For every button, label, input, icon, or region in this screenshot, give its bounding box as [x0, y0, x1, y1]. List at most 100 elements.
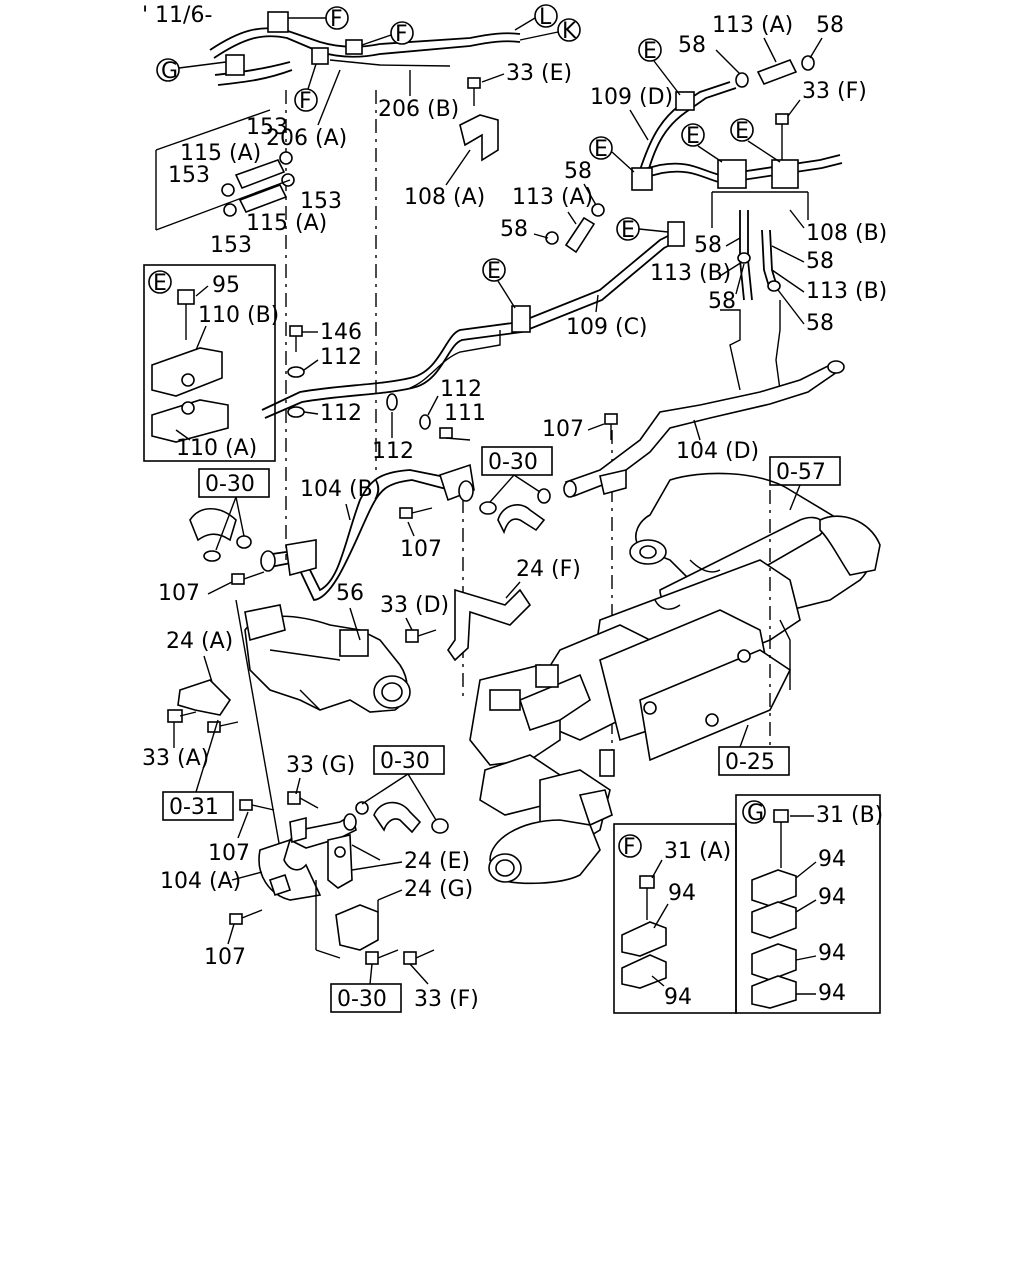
svg-text:E: E — [621, 218, 635, 243]
pipe-109c — [261, 221, 685, 419]
svg-text:0-31: 0-31 — [169, 795, 219, 820]
label-58-a: 58 — [678, 33, 706, 58]
label-109c: 109 (C) — [566, 315, 648, 340]
ref-box-0-30-lower: 0-30 — [355, 745, 449, 834]
svg-text:E: E — [686, 124, 700, 149]
label-24e: 24 (E) — [404, 849, 470, 874]
svg-text:K: K — [562, 19, 577, 44]
inset-clamp-G: G — [735, 794, 881, 1014]
svg-text:E: E — [735, 119, 749, 144]
label-153-a: 153 — [246, 115, 288, 140]
pipe-104b — [260, 463, 475, 601]
svg-text:L: L — [539, 5, 552, 30]
label-113a-top: 113 (A) — [712, 13, 793, 38]
label-115a-bottom: 115 (A) — [246, 211, 327, 236]
circle-E-109d: E — [638, 38, 681, 96]
label-112-c: 112 — [440, 377, 482, 402]
label-104b: 104 (B) — [300, 477, 381, 502]
inset-clamp-F: F — [613, 823, 737, 1014]
label-58-h: 58 — [806, 311, 834, 336]
circle-L: L — [514, 4, 558, 31]
label-33g: 33 (G) — [286, 753, 355, 778]
circle-E-109c: E — [482, 258, 516, 309]
label-94-f1: 94 — [668, 881, 696, 906]
label-110a: 110 (A) — [176, 436, 257, 461]
label-58-g: 58 — [708, 289, 736, 314]
label-107-a: 107 — [542, 417, 584, 442]
pipe-104d — [563, 360, 845, 498]
label-33f-bottom: 33 (F) — [414, 987, 479, 1012]
svg-text:F: F — [623, 835, 636, 860]
label-58-e: 58 — [694, 233, 722, 258]
hose-113a-top — [735, 55, 815, 88]
label-206b: 206 (B) — [378, 97, 459, 122]
label-112-a: 112 — [320, 345, 362, 370]
bolt-107-left — [231, 571, 265, 585]
hose-115a-set — [155, 109, 295, 231]
ref-box-0-30-bottom: 0-30 — [330, 963, 402, 1013]
bolt-107-low1 — [239, 799, 275, 811]
svg-text:0-25: 0-25 — [725, 750, 775, 775]
svg-text:E: E — [487, 259, 501, 284]
circle-F-mid: F — [361, 21, 414, 47]
label-107-d: 107 — [208, 841, 250, 866]
label-109d: 109 (D) — [590, 85, 673, 110]
date-code: ' 11/6- — [142, 3, 212, 28]
label-112-b: 112 — [320, 401, 362, 426]
svg-text:F: F — [330, 7, 343, 32]
svg-text:E: E — [643, 39, 657, 64]
bolt-33f-top — [775, 113, 789, 160]
hoses-113b — [720, 210, 781, 391]
inset-clamp-E: E — [143, 264, 276, 462]
label-31b: 31 (B) — [816, 803, 883, 828]
label-206a: 206 (A) — [266, 126, 347, 151]
label-58-d: 58 — [500, 217, 528, 242]
label-115a-top: 115 (A) — [180, 141, 261, 166]
label-33d: 33 (D) — [380, 593, 449, 618]
label-33e: 33 (E) — [506, 61, 572, 86]
label-113a-mid: 113 (A) — [512, 185, 593, 210]
label-104d: 104 (D) — [676, 439, 759, 464]
bolt-33d — [405, 629, 437, 643]
label-107-c: 107 — [158, 581, 200, 606]
label-108a: 108 (A) — [404, 185, 485, 210]
circle-F-top: F — [288, 6, 349, 32]
label-113b-a: 113 (B) — [650, 261, 731, 286]
label-111: 111 — [444, 401, 486, 426]
label-94-g4: 94 — [818, 981, 846, 1006]
ref-box-0-31: 0-31 — [162, 791, 234, 821]
label-94-g3: 94 — [818, 941, 846, 966]
exhaust-manifold-assembly — [469, 472, 881, 885]
label-58-f: 58 — [806, 249, 834, 274]
circle-K: K — [519, 18, 581, 44]
hose-113a-mid — [545, 203, 605, 254]
label-58-c: 58 — [564, 159, 592, 184]
label-153-d: 153 — [210, 233, 252, 258]
bolt-33e — [467, 77, 481, 106]
label-33f-top: 33 (F) — [802, 79, 867, 104]
ref-box-0-57: 0-57 — [769, 456, 841, 511]
bolts-lower — [365, 949, 435, 965]
circle-E-mid: E — [616, 217, 669, 243]
ref-box-0-30-left: 0-30 — [189, 468, 270, 562]
svg-text:0-57: 0-57 — [776, 460, 826, 485]
bolt-107-low2 — [229, 909, 263, 925]
label-58-b: 58 — [816, 13, 844, 38]
bracket-24g — [335, 900, 379, 951]
label-112-d: 112 — [372, 439, 414, 464]
label-104a: 104 (A) — [160, 869, 241, 894]
bracket-24a — [167, 679, 239, 733]
label-56: 56 — [336, 581, 364, 606]
bracket-24e — [327, 834, 381, 889]
svg-text:E: E — [594, 137, 608, 162]
label-24f: 24 (F) — [516, 557, 581, 582]
bolt-33g — [287, 791, 319, 809]
label-31a: 31 (A) — [664, 839, 731, 864]
svg-text:F: F — [395, 22, 408, 47]
label-107-e: 107 — [204, 945, 246, 970]
label-95: 95 — [212, 273, 240, 298]
bracket-24f — [447, 588, 532, 662]
label-24g: 24 (G) — [404, 877, 473, 902]
fittings-146-112 — [287, 325, 471, 441]
